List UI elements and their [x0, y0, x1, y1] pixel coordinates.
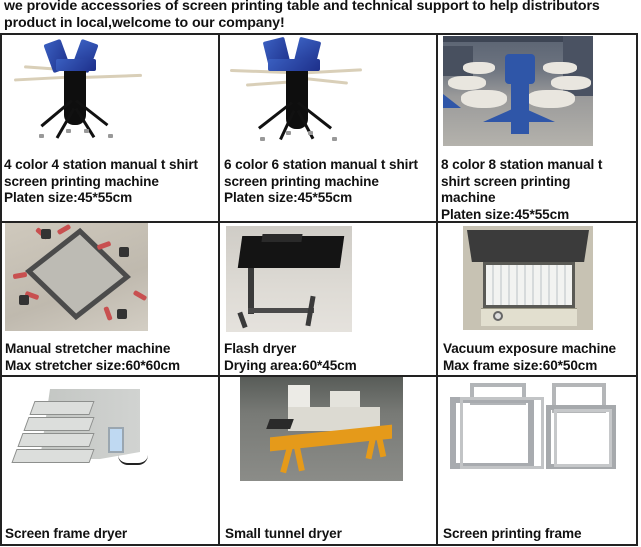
product-cell-small-tunnel-dryer: Small tunnel dryer Belt size:200*60cm he…	[220, 377, 435, 544]
product-caption: 8 color 8 station manual t shirt screen …	[441, 157, 603, 221]
product-caption: 4 color 4 station manual t shirt screen …	[4, 157, 198, 205]
flash-dryer-photo	[226, 226, 352, 332]
table-border-left	[0, 33, 2, 546]
vacuum-exposure-photo	[463, 226, 593, 330]
8-color-8-station-press-photo	[443, 36, 593, 146]
intro-line-1: we provide accessories of screen printin…	[4, 0, 600, 14]
product-cell-screen-printing-frame: Screen printing frame (Size can be custo…	[438, 377, 636, 544]
product-caption: Flash dryer Drying area:60*45cm	[224, 341, 357, 373]
product-cell-8-color-press: 8 color 8 station manual t shirt screen …	[438, 35, 636, 221]
intro-line-2: product in local,welcome to our company!	[4, 14, 285, 31]
product-cell-screen-frame-dryer: Screen frame dryer Max frame size:64*53c…	[2, 377, 218, 544]
table-border-right	[636, 33, 638, 546]
small-tunnel-dryer-photo	[240, 377, 403, 481]
row-divider-2	[0, 375, 638, 377]
screen-printing-frame-photo	[446, 379, 636, 471]
product-cell-manual-stretcher: Manual stretcher machine Max stretcher s…	[2, 223, 218, 375]
4-color-4-station-press-photo	[6, 37, 146, 149]
column-divider-1	[218, 33, 220, 546]
table-border-top	[0, 33, 638, 35]
product-caption: Screen printing frame (Size can be custo…	[443, 526, 602, 544]
product-caption: Manual stretcher machine Max stretcher s…	[5, 341, 180, 373]
product-cell-flash-dryer: Flash dryer Drying area:60*45cm	[220, 223, 435, 375]
screen-frame-dryer-photo	[8, 379, 158, 487]
product-caption: Small tunnel dryer Belt size:200*60cm he…	[225, 526, 346, 544]
row-divider-1	[0, 221, 638, 223]
manual-stretcher-photo	[5, 223, 148, 331]
intro-text: we provide accessories of screen printin…	[4, 0, 640, 31]
table-border-bottom	[0, 544, 638, 546]
product-caption: 6 color 6 station manual t shirt screen …	[224, 157, 418, 205]
product-cell-vacuum-exposure: Vacuum exposure machine Max frame size:6…	[438, 223, 636, 375]
product-table: 4 color 4 station manual t shirt screen …	[0, 33, 638, 546]
product-cell-6-color-press: 6 color 6 station manual t shirt screen …	[220, 35, 435, 221]
6-color-6-station-press-photo	[226, 37, 366, 149]
product-caption: Vacuum exposure machine Max frame size:6…	[443, 341, 616, 373]
product-caption: Screen frame dryer Max frame size:64*53c…	[5, 526, 159, 544]
column-divider-2	[436, 33, 438, 546]
product-cell-4-color-press: 4 color 4 station manual t shirt screen …	[2, 35, 218, 221]
